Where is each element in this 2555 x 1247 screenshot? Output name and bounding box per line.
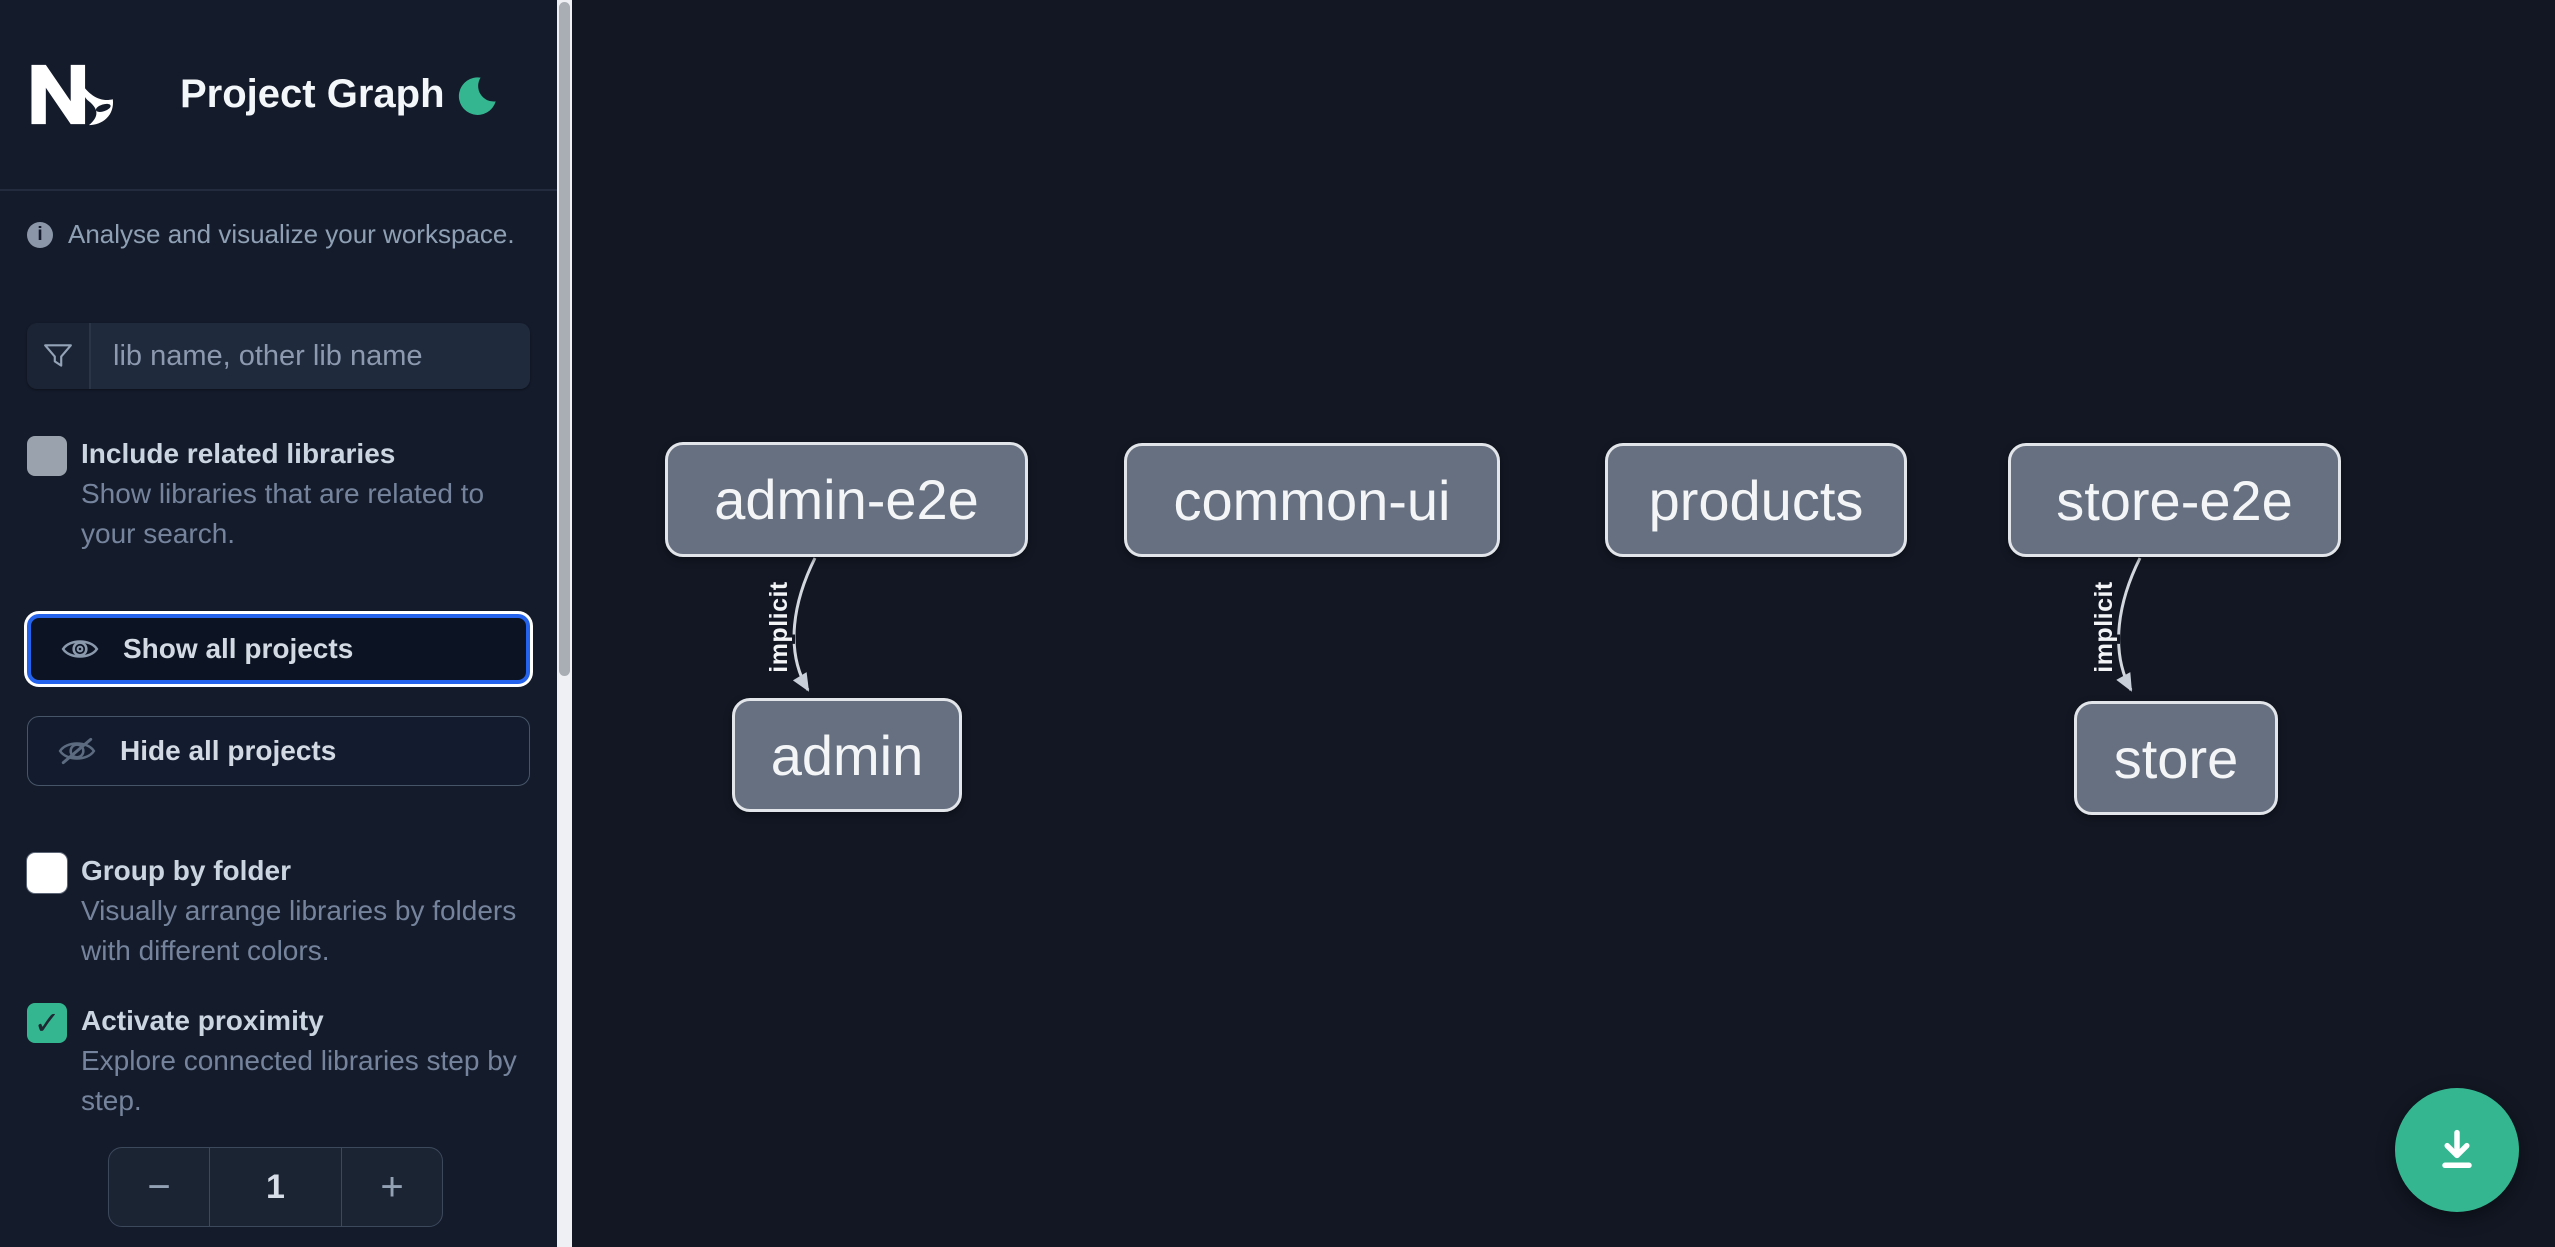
info-bar: i Analyse and visualize your workspace. xyxy=(0,219,557,250)
group-by-folder-description: Visually arrange libraries by folders wi… xyxy=(81,895,517,966)
proximity-increment-button[interactable]: + xyxy=(342,1148,442,1226)
proximity-decrement-button[interactable]: − xyxy=(109,1148,209,1226)
info-text: Analyse and visualize your workspace. xyxy=(68,219,515,249)
theme-toggle-button[interactable] xyxy=(450,69,502,121)
option-group-by-folder: Group by folder Visually arrange librari… xyxy=(0,851,557,971)
proximity-depth-stepper: − 1 + xyxy=(108,1147,443,1227)
hide-all-projects-label: Hide all projects xyxy=(120,735,337,766)
show-all-projects-label: Show all projects xyxy=(123,633,354,664)
include-related-label[interactable]: Include related libraries xyxy=(81,438,396,469)
moon-icon xyxy=(458,76,496,115)
nx-logo xyxy=(31,64,114,126)
download-graph-button[interactable] xyxy=(2395,1088,2519,1212)
graph-edge-admin-e2e-admin: implicit xyxy=(762,557,817,692)
search-input[interactable] xyxy=(91,323,530,389)
graph-node-common-ui[interactable]: common-ui xyxy=(1124,443,1500,557)
activate-proximity-label[interactable]: Activate proximity xyxy=(81,1005,324,1036)
filter-funnel-icon xyxy=(27,323,91,389)
graph-node-admin-e2e[interactable]: admin-e2e xyxy=(665,442,1028,557)
info-icon: i xyxy=(27,221,53,248)
graph-node-admin[interactable]: admin xyxy=(732,698,962,812)
edge-label: implicit xyxy=(2090,581,2118,673)
search-box xyxy=(27,323,530,389)
graph-edge-store-e2e-store: implicit xyxy=(2087,557,2142,692)
activate-proximity-checkbox[interactable]: ✓ xyxy=(27,1003,67,1043)
activate-proximity-description: Explore connected libraries step by step… xyxy=(81,1045,517,1116)
group-by-folder-checkbox[interactable] xyxy=(27,853,67,893)
include-related-description: Show libraries that are related to your … xyxy=(81,478,485,549)
graph-node-store-e2e[interactable]: store-e2e xyxy=(2008,443,2341,557)
sidebar: Project Graph i Analyse and visualize yo… xyxy=(0,0,557,1247)
page-title: Project Graph xyxy=(180,72,445,116)
group-by-folder-label[interactable]: Group by folder xyxy=(81,855,291,886)
edge-label: implicit xyxy=(765,581,793,673)
project-graph-canvas[interactable]: implicit implicit admin-e2e common-ui produ… xyxy=(572,0,2555,1247)
eye-off-icon xyxy=(58,736,96,766)
option-include-related: Include related libraries Show libraries… xyxy=(0,434,557,554)
sidebar-scrollbar xyxy=(557,0,572,1247)
proximity-depth-value: 1 xyxy=(209,1148,342,1226)
graph-node-store[interactable]: store xyxy=(2074,701,2278,815)
hide-all-projects-button[interactable]: Hide all projects xyxy=(27,716,530,786)
option-activate-proximity: ✓ Activate proximity Explore connected l… xyxy=(0,1001,557,1121)
sidebar-header: Project Graph xyxy=(0,0,557,191)
sidebar-scrollbar-thumb[interactable] xyxy=(559,2,570,676)
show-all-projects-button[interactable]: Show all projects xyxy=(27,614,530,684)
graph-node-products[interactable]: products xyxy=(1605,443,1907,557)
include-related-checkbox[interactable] xyxy=(27,436,67,476)
download-icon xyxy=(2442,1129,2472,1168)
graph-edges-layer: implicit implicit xyxy=(762,557,2142,692)
eye-icon xyxy=(61,635,99,663)
